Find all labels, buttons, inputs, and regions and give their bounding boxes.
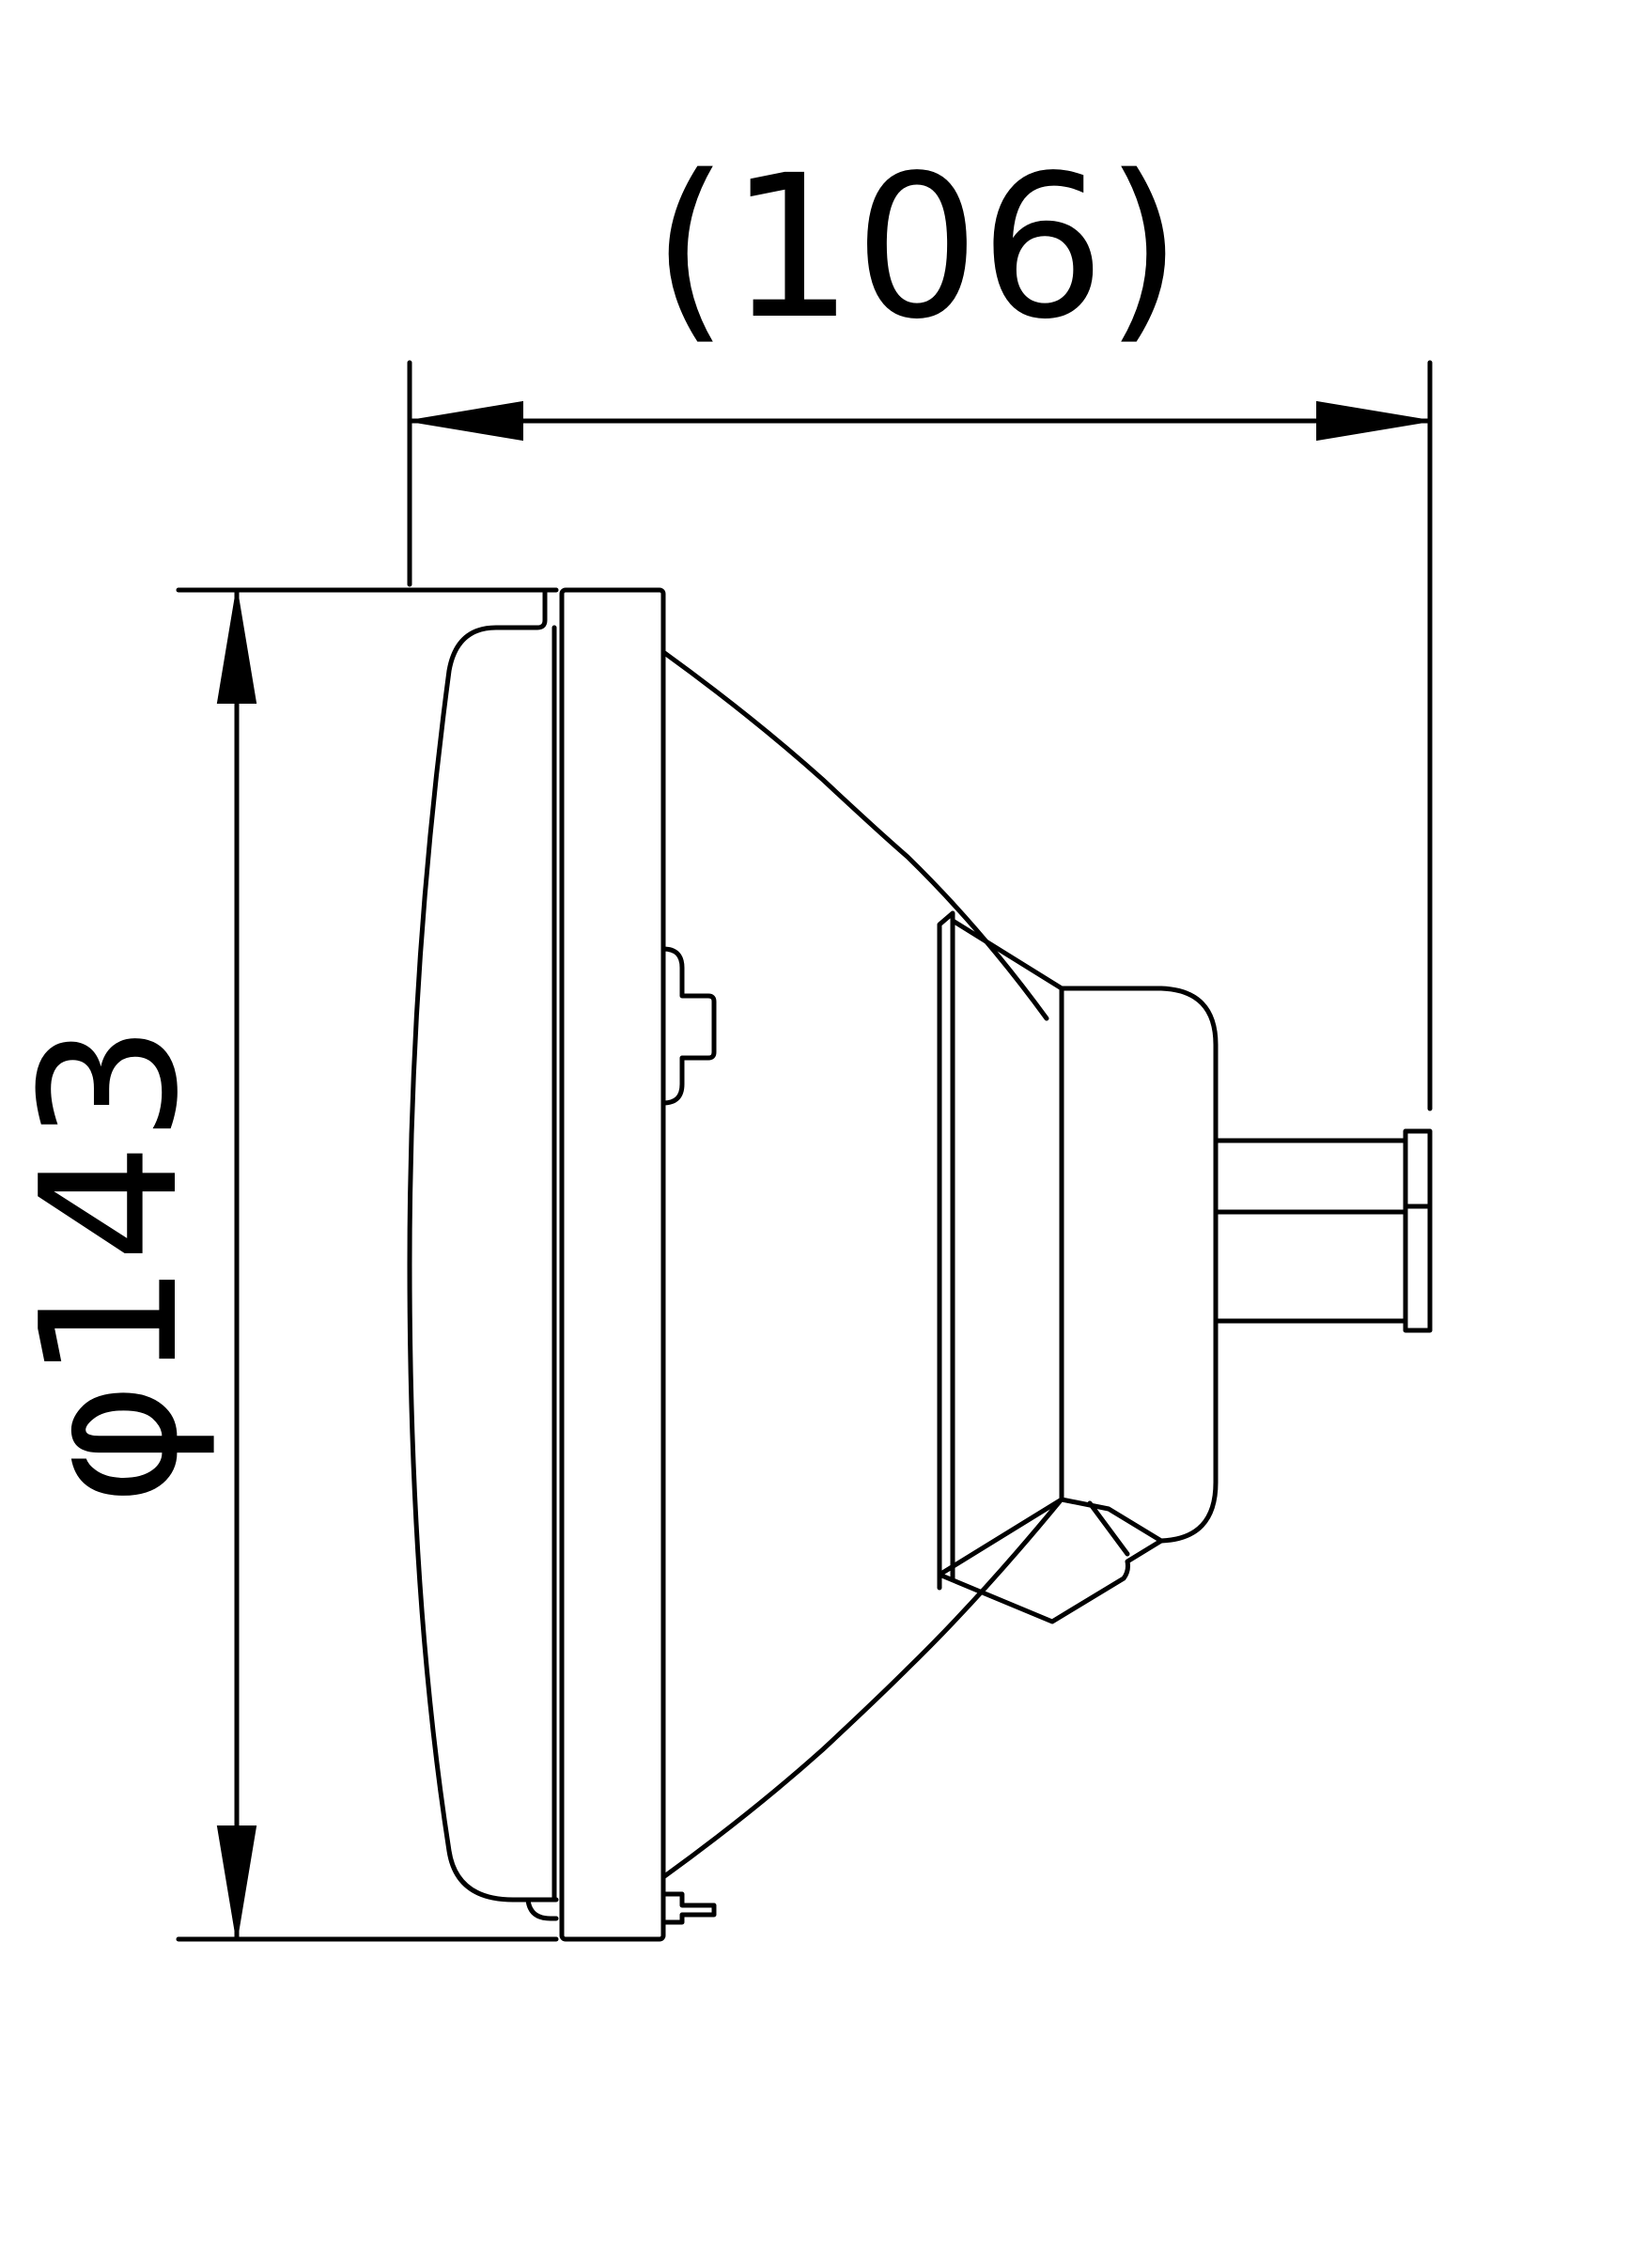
lens-outline	[407, 587, 559, 1903]
terminal-pin-caps	[1403, 1128, 1433, 1333]
length-dimension: (106)	[407, 132, 1433, 1111]
reflector-upper	[660, 649, 1049, 1021]
length-arrow-left	[409, 400, 523, 442]
diameter-dimension: φ143	[1, 587, 559, 1942]
terminal-pins	[1213, 1138, 1408, 1324]
connector-socket	[937, 1497, 1164, 1624]
length-label: (106)	[652, 132, 1183, 363]
length-arrow-right	[1316, 400, 1431, 442]
neck-flange	[937, 910, 955, 1591]
diameter-arrow-top	[216, 589, 257, 704]
lens-bottom-clip	[525, 1897, 559, 1921]
front-rim	[559, 587, 666, 1942]
diameter-arrow-bottom	[216, 1825, 257, 1940]
reflector-lower	[660, 1499, 1063, 1880]
bottom-terminal-tab	[660, 1891, 717, 1925]
connector-socket-edge	[1087, 1500, 1130, 1557]
base-housing	[1059, 986, 1219, 1544]
lamp-body	[407, 587, 1433, 1942]
diameter-label: φ143	[1, 1023, 220, 1506]
positioning-lug	[660, 946, 717, 1106]
neck-taper	[937, 918, 1064, 1577]
